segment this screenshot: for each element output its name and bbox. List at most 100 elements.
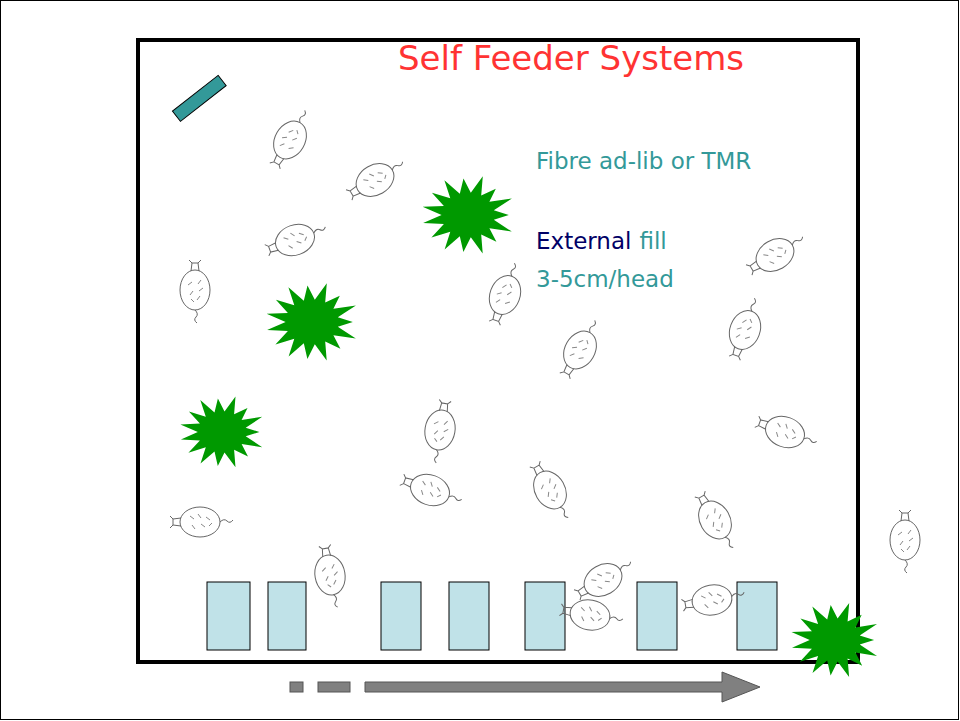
feeder-space (381, 582, 421, 650)
pig-sketch (180, 260, 210, 323)
pig-sketch (262, 215, 331, 265)
pig-body (312, 553, 348, 598)
feeder-space (637, 582, 677, 650)
pig-marks (283, 228, 309, 250)
pig-tail (725, 536, 734, 549)
pig-head (681, 597, 694, 611)
pig-body (761, 411, 809, 453)
pig-marks (704, 507, 728, 534)
pig-body (690, 582, 735, 618)
pig-body (267, 115, 313, 165)
pig-marks (579, 605, 603, 624)
pig-head (265, 241, 279, 256)
dung-area (267, 283, 356, 360)
pig-marks (362, 167, 389, 191)
pig-tail (195, 310, 198, 323)
feeder-space (737, 582, 777, 650)
pig-body (578, 557, 628, 603)
pig-tail (560, 506, 569, 519)
pig-sketch (752, 408, 821, 458)
pen-wall (138, 40, 858, 662)
pig-tail (333, 594, 338, 607)
pig-marks (701, 590, 725, 609)
pig-tail (588, 320, 597, 333)
pig-marks (568, 336, 592, 363)
pig-tail (804, 437, 817, 444)
pig-sketch (262, 104, 319, 174)
pig-body (180, 270, 210, 310)
pig-head (346, 184, 362, 200)
pig-body (692, 495, 738, 545)
pig-tail (220, 520, 233, 523)
pig-marks (431, 419, 450, 443)
pig-sketch (742, 226, 812, 283)
pig-marks (590, 567, 617, 591)
pig-sketch (721, 294, 771, 363)
feeder-space (525, 582, 565, 650)
pig-sketch (481, 259, 531, 328)
dung-area (423, 176, 512, 253)
pig-marks (762, 242, 789, 266)
pig-body (406, 469, 454, 511)
pig-head (270, 153, 286, 169)
pig-sketch (397, 466, 466, 516)
pig-head (170, 516, 181, 528)
pig-head (319, 544, 333, 557)
pig-head (560, 363, 576, 379)
pig-body (422, 408, 458, 453)
pig-head (574, 584, 590, 600)
arrow-dash (290, 682, 303, 692)
pig-sketch (570, 551, 640, 608)
pig-marks (539, 477, 563, 504)
feeder-row (207, 582, 777, 650)
pig-head (729, 346, 744, 360)
pig-head (400, 474, 414, 489)
pig-sketch (310, 543, 350, 610)
pig-sketch (890, 510, 920, 573)
feeder-space (268, 582, 306, 650)
pig-marks (734, 316, 756, 342)
pig-marks (494, 281, 516, 307)
water-trough (172, 75, 226, 121)
pig-head (755, 416, 769, 431)
feeder-space (207, 582, 250, 650)
pig-sketch (170, 507, 233, 537)
pig-body (350, 157, 400, 203)
dung-area (180, 397, 262, 468)
pig-tail (610, 616, 623, 621)
pig-tail (298, 110, 307, 123)
pig-marks (190, 514, 212, 529)
pig-sketch (680, 579, 747, 619)
pig-sketch (522, 457, 579, 527)
pig-sketch (552, 314, 609, 384)
pig-head (559, 604, 572, 618)
pig-tail (750, 298, 757, 311)
pig-body (890, 520, 920, 560)
dung-area (792, 603, 878, 677)
pig-tail (905, 560, 908, 573)
pig-marks (278, 126, 302, 153)
arrow-dash (318, 682, 350, 692)
arrow-body (365, 672, 760, 702)
feeder-space (449, 582, 489, 650)
pig-head (530, 461, 546, 477)
pig-head (189, 260, 201, 271)
pig-group (170, 104, 920, 636)
pig-head (746, 259, 762, 275)
pig-tail (391, 162, 404, 171)
pig-marks (773, 421, 799, 443)
note-text: Fibre ad-lib or TMR (536, 148, 766, 176)
pig-body (724, 306, 766, 354)
pig-tail (510, 263, 517, 276)
flow-arrow (290, 672, 760, 702)
pig-tail (731, 592, 744, 597)
pig-sketch (419, 398, 459, 465)
dung-area-group (180, 176, 877, 677)
pig-head (695, 491, 711, 507)
pig-tail (313, 227, 326, 234)
pig-body (557, 325, 603, 375)
pig-marks (898, 530, 913, 552)
